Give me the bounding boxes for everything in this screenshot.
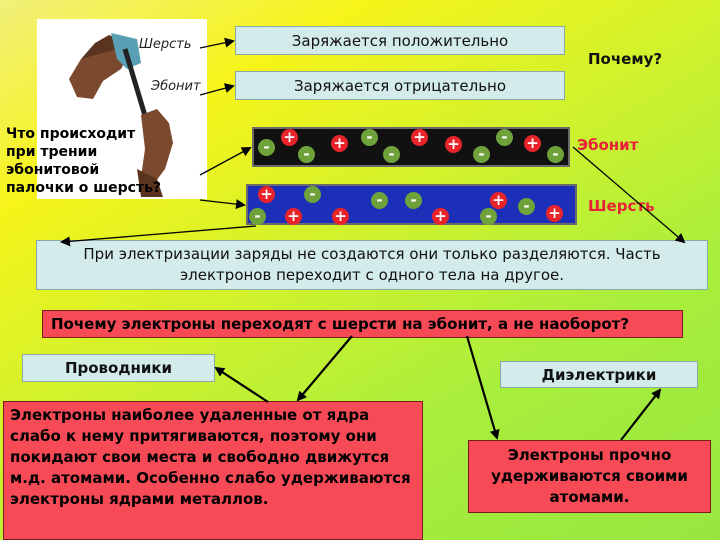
rubbing-hands-picture	[69, 33, 173, 197]
metal-explanation-text: Электроны наиболее удаленные от ядра сла…	[10, 406, 411, 508]
positive-charge-box: Заряжается положительно	[235, 26, 565, 55]
ebonite-minus-charge: -	[383, 146, 400, 163]
dielectric-explanation-box: Электроны прочно удерживаются своими ато…	[468, 440, 711, 513]
ebonite-minus-charge: -	[547, 146, 564, 163]
arrow-question-to-dielectric	[465, 335, 500, 440]
wool-plus-charge: +	[285, 208, 302, 225]
ebonite-minus-charge: -	[298, 146, 315, 163]
arrow-to-wool	[199, 199, 246, 210]
arrow-photo-to-positive	[199, 37, 235, 49]
question-bar: Почему электроны переходят с шерсти на э…	[42, 310, 683, 338]
ebonite-plus-charge: +	[524, 135, 541, 152]
ebonite-minus-charge: -	[496, 129, 513, 146]
arrow-ebonite-to-right	[572, 146, 686, 244]
negative-charge-text: Заряжается отрицательно	[293, 76, 507, 95]
conductors-label: Проводники	[64, 359, 173, 377]
ebonite-minus-charge: -	[473, 146, 490, 163]
wool-label: Шерсть	[588, 197, 655, 215]
rubbing-question: Что происходит при трении эбонитовой пал…	[6, 126, 162, 196]
ebonite-plus-charge: +	[445, 136, 462, 153]
wool-minus-charge: -	[304, 186, 321, 203]
dielectrics-box: Диэлектрики	[500, 361, 698, 388]
why-question: Почему?	[588, 50, 663, 68]
wool-plus-charge: +	[432, 208, 449, 225]
wool-plus-charge: +	[546, 205, 563, 222]
wool-plus-charge: +	[258, 186, 275, 203]
wool-minus-charge: -	[371, 192, 388, 209]
arrow-question-to-metal	[296, 335, 353, 402]
dielectric-explanation-text: Электроны прочно удерживаются своими ато…	[491, 446, 688, 506]
ebonite-plus-charge: +	[281, 129, 298, 146]
positive-charge-text: Заряжается положительно	[291, 31, 509, 50]
arrow-dielectric-to-dielectrics	[620, 388, 662, 441]
wool-plus-charge: +	[332, 208, 349, 225]
explanation-box: При электризации заряды не создаются они…	[36, 240, 708, 290]
photo-ebonite-label: Эбонит	[151, 79, 201, 94]
explanation-text: При электризации заряды не создаются они…	[83, 245, 661, 284]
wool-minus-charge: -	[480, 208, 497, 225]
wool-minus-charge: -	[518, 198, 535, 215]
metal-explanation-box: Электроны наиболее удаленные от ядра сла…	[3, 401, 423, 540]
wool-minus-charge: -	[405, 192, 422, 209]
wool-minus-charge: -	[249, 208, 266, 225]
photo-wool-label: Шерсть	[139, 37, 192, 52]
ebonite-plus-charge: +	[331, 135, 348, 152]
wool-plus-charge: +	[490, 192, 507, 209]
arrow-photo-to-negative	[199, 83, 235, 96]
ebonite-wool-illustration: Шерсть Эбонит	[37, 19, 207, 199]
ebonite-label: Эбонит	[577, 136, 639, 154]
question-bar-text: Почему электроны переходят с шерсти на э…	[51, 315, 630, 333]
ebonite-plus-charge: +	[411, 129, 428, 146]
ebonite-minus-charge: -	[258, 139, 275, 156]
arrow-metal-to-conductors	[214, 366, 269, 403]
arrow-to-ebonite	[199, 147, 252, 176]
arrow-strips-to-left	[60, 225, 257, 247]
negative-charge-box: Заряжается отрицательно	[235, 71, 565, 100]
ebonite-minus-charge: -	[361, 129, 378, 146]
conductors-box: Проводники	[22, 354, 215, 382]
dielectrics-label: Диэлектрики	[541, 365, 657, 384]
